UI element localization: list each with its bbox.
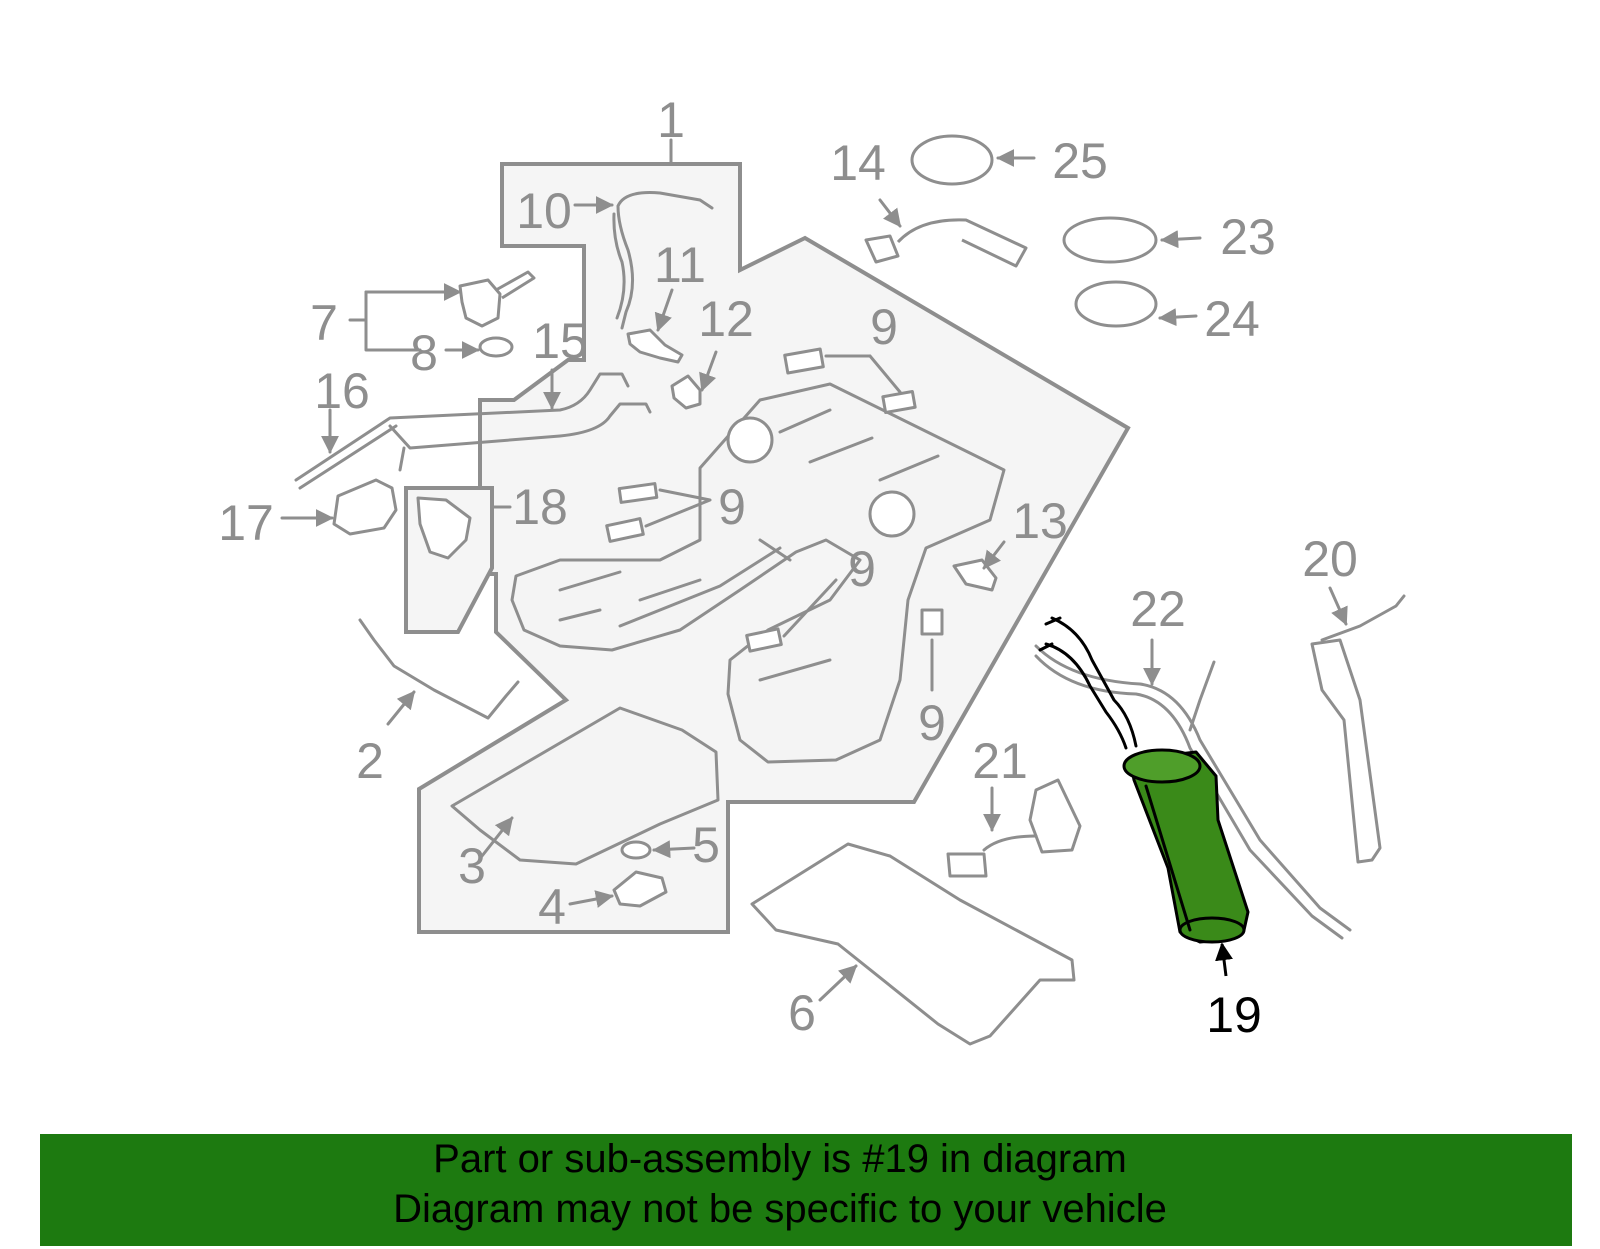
callout-4: 4 <box>538 879 566 935</box>
callout-17: 17 <box>218 495 274 551</box>
part-9-pad-4 <box>605 517 645 543</box>
callout-15: 15 <box>532 313 588 369</box>
part-20-pump <box>1310 638 1382 864</box>
callout-8: 8 <box>410 325 438 381</box>
callout-21: 21 <box>972 733 1028 789</box>
part-21-sensor <box>1028 778 1082 854</box>
callout-9: 9 <box>848 541 876 597</box>
callout-16: 16 <box>314 363 370 419</box>
part-22-lines <box>1034 644 1352 940</box>
callout-11-arrow <box>654 288 674 332</box>
callout-23: 23 <box>1220 209 1276 265</box>
callout-7-bracket <box>348 290 458 352</box>
callout-25: 25 <box>1052 133 1108 189</box>
part-6-underbody-panel <box>750 842 1076 1046</box>
part-9-pad-5 <box>745 627 783 653</box>
callout-13: 13 <box>1012 493 1068 549</box>
part-12-clip <box>670 374 702 410</box>
callout-6: 6 <box>788 985 816 1041</box>
callout-9: 9 <box>718 479 746 535</box>
part-25-cap <box>910 134 994 186</box>
callout-12-arrow <box>699 350 718 392</box>
callout-3-arrow <box>480 816 514 858</box>
part-4-mount <box>612 870 668 908</box>
part-3-heat-shield <box>450 706 720 866</box>
callout-23-arrow <box>1160 230 1202 249</box>
part-19-canister-bottom <box>1178 916 1246 944</box>
tank-detail-lines <box>558 408 940 682</box>
callout-20: 20 <box>1302 531 1358 587</box>
callout-3: 3 <box>458 838 486 894</box>
part-7-connector <box>458 270 536 328</box>
callout-14-arrow <box>878 198 902 228</box>
part-18-bracket <box>416 496 472 560</box>
part-19-canister-top <box>1122 748 1202 784</box>
callout-22: 22 <box>1130 581 1186 637</box>
part-2-strap <box>358 618 520 720</box>
callout-9: 9 <box>918 695 946 751</box>
part-15-fuel-line <box>294 372 652 490</box>
tank-port-2 <box>868 490 916 538</box>
callout-24-arrow <box>1158 308 1198 327</box>
part-17-filter <box>332 478 398 536</box>
callout-12: 12 <box>698 291 754 347</box>
part-11-valve <box>626 328 684 364</box>
part-24-seal <box>1074 280 1158 328</box>
callout-19: 19 <box>1206 987 1262 1043</box>
part-8-o-ring <box>478 336 514 358</box>
part-9-pad-3 <box>617 482 659 504</box>
callout-2-arrow <box>386 690 416 726</box>
banner-line-1: Part or sub-assembly is #19 in diagram <box>433 1137 1127 1181</box>
part-20-wire <box>1320 594 1406 642</box>
callout-9-arrows <box>644 354 934 692</box>
callout-7: 7 <box>310 295 338 351</box>
callout-9: 9 <box>870 299 898 355</box>
part-19-canister-rib <box>1144 784 1192 932</box>
callout-5-arrow <box>652 840 696 859</box>
part-9-pad-6 <box>920 608 944 636</box>
part-14-sender <box>864 218 1028 268</box>
part-9-pad-2 <box>881 390 917 414</box>
part-21-wire <box>946 834 1038 878</box>
tank-port-1 <box>726 416 774 464</box>
part-5-o-ring <box>620 840 652 860</box>
callout-10: 10 <box>516 183 572 239</box>
callout-2: 2 <box>356 733 384 789</box>
banner-line-2: Diagram may not be specific to your vehi… <box>393 1187 1167 1231</box>
callout-1: 1 <box>657 92 685 148</box>
callout-19-arrow <box>1215 942 1233 977</box>
callout-24: 24 <box>1204 291 1260 347</box>
callout-5: 5 <box>692 817 720 873</box>
part-10-vent-hose <box>612 191 714 330</box>
info-banner: Part or sub-assembly is #19 in diagram D… <box>40 1134 1572 1246</box>
part-23-ring <box>1062 216 1158 264</box>
callout-20-arrow <box>1328 586 1348 626</box>
callout-13-arrow <box>982 540 1006 570</box>
part-9-pad-1 <box>783 347 825 375</box>
callout-4-arrow <box>568 890 614 908</box>
callout-18: 18 <box>512 479 568 535</box>
callout-6-arrow <box>818 964 858 1002</box>
callout-14: 14 <box>830 135 886 191</box>
part-19-hoses <box>1038 616 1138 750</box>
callout-11: 11 <box>654 237 706 293</box>
